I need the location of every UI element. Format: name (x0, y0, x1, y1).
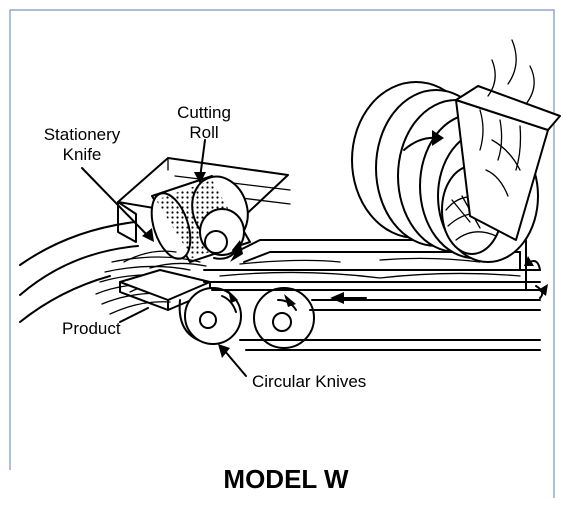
main-conveyor (203, 239, 548, 351)
discharge-chute (455, 39, 561, 241)
label-stationery-knife-line1: Stationery (44, 125, 121, 144)
figure-title: MODEL W (223, 464, 349, 494)
figure-frame (9, 9, 555, 498)
callout-leaders (81, 139, 247, 377)
cutting-roll (150, 175, 251, 263)
circular-knife-rollers (178, 287, 315, 349)
label-cutting-roll-line1: Cutting (177, 103, 231, 122)
infeed-conveyor (19, 221, 139, 323)
label-stationery-knife-line2: Knife (63, 145, 102, 164)
label-product: Product (62, 319, 121, 338)
label-cutting-roll-line2: Roll (189, 123, 218, 142)
label-circular-knives: Circular Knives (252, 372, 366, 391)
